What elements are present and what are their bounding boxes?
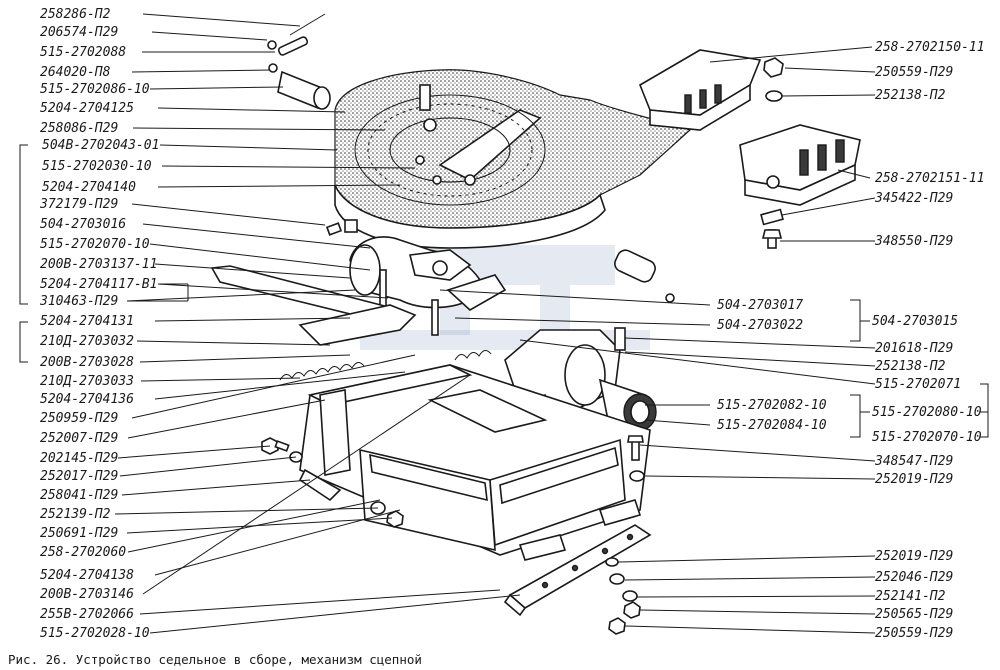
part-labels-left: 258286-П2 206574-П29 515-2702088 264020-П8 5… (39, 7, 159, 641)
part-label-left-21: 5204-2704136 (40, 392, 134, 407)
bottom-rail (503, 524, 652, 617)
group-label-515-2702070: 515-2702070-10 (872, 430, 982, 445)
saddle-base-frame (298, 364, 651, 561)
part-label-left-10: 5204-2704140 (42, 180, 136, 195)
part-label-right-3: 252138-П2 (875, 88, 946, 103)
part-label-right-7: 504-2703017 (717, 298, 803, 313)
part-label-right-20: 250559-П29 (875, 626, 953, 641)
part-label-right-9: 201618-П29 (875, 341, 953, 356)
part-label-left-15: 5204-2704117-В1 (40, 277, 157, 292)
bracket-top (639, 49, 762, 131)
part-label-left-31: 200В-2703146 (40, 587, 134, 602)
part-label-right-19: 250565-П29 (875, 607, 953, 622)
part-label-left-5: 515-2702086-10 (40, 82, 150, 97)
part-label-left-8: 504В-2702043-01 (42, 138, 159, 153)
part-labels-right: 258-2702150-11 250559-П29 252138-П2 258-270… (717, 40, 985, 641)
pin-right (614, 249, 675, 303)
part-label-left-19: 200В-2703028 (40, 355, 134, 370)
part-label-left-20: 210Д-2703033 (40, 374, 134, 389)
leader-lines-left (114, 13, 521, 634)
part-label-left-18: 210Д-2703032 (40, 334, 134, 349)
part-label-left-17: 5204-2704131 (40, 314, 134, 329)
nut-and-washer-right (760, 57, 784, 249)
part-label-right-8: 504-2703022 (717, 318, 803, 333)
part-label-left-6: 5204-2704125 (40, 101, 134, 116)
part-label-left-25: 252017-П29 (40, 469, 118, 484)
part-label-left-28: 250691-П29 (40, 526, 118, 541)
group-label-504-2703015: 504-2703015 (872, 314, 958, 329)
part-label-left-32: 255В-2702066 (40, 607, 134, 622)
bracket-lower (739, 124, 861, 206)
part-label-left-14: 200В-2703137-11 (40, 257, 157, 272)
part-label-left-1: 258286-П2 (40, 7, 111, 22)
springs (279, 350, 492, 381)
part-label-left-2: 206574-П29 (40, 25, 118, 40)
part-label-right-5: 345422-П29 (874, 191, 953, 206)
part-label-left-7: 258086-П29 (40, 121, 118, 136)
part-label-left-33: 515-2702028-10 (40, 626, 150, 641)
part-label-right-10: 252138-П2 (875, 359, 946, 374)
part-label-left-16: 310463-П29 (39, 294, 118, 309)
part-label-right-6: 348550-П29 (874, 234, 953, 249)
part-label-right-13: 515-2702084-10 (717, 418, 827, 433)
bolt-372179 (325, 219, 358, 236)
saddle-plate (334, 69, 692, 249)
part-label-right-11: 515-2702071 (875, 377, 961, 392)
part-label-left-22: 250959-П29 (40, 411, 118, 426)
part-label-right-12: 515-2702082-10 (717, 398, 827, 413)
part-label-right-4: 258-2702151-11 (875, 171, 985, 186)
part-label-left-26: 258041-П29 (40, 488, 118, 503)
part-label-left-24: 202145-П29 (40, 451, 118, 466)
part-label-left-13: 515-2702070-10 (40, 237, 150, 252)
pin-assembly-left (267, 13, 331, 110)
part-label-right-18: 252141-П2 (875, 589, 946, 604)
part-label-left-11: 372179-П29 (39, 197, 118, 212)
group-label-515-2702080: 515-2702080-10 (872, 405, 982, 420)
part-label-left-23: 252007-П29 (40, 431, 118, 446)
lever-and-rod (210, 265, 417, 346)
part-label-right-17: 252046-П29 (875, 570, 953, 585)
part-label-right-1: 258-2702150-11 (875, 40, 985, 55)
part-label-left-9: 515-2702030-10 (42, 159, 152, 174)
leader-lines-right (439, 46, 876, 634)
part-label-right-15: 252019-П29 (875, 472, 953, 487)
part-label-left-3: 515-2702088 (40, 45, 126, 60)
part-label-left-29: 258-2702060 (40, 545, 126, 560)
figure-caption: Рис. 26. Устройство седельное в сборе, м… (8, 652, 422, 667)
group-brackets (19, 144, 989, 438)
part-label-left-30: 5204-2704138 (40, 568, 134, 583)
coupling-hook (349, 236, 507, 336)
part-label-right-14: 348547-П29 (874, 454, 953, 469)
bolt-348547 (627, 435, 645, 482)
part-label-right-2: 250559-П29 (875, 65, 953, 80)
part-label-left-27: 252139-П2 (40, 507, 111, 522)
washers-right-lower (605, 557, 641, 635)
part-label-left-4: 264020-П8 (40, 65, 111, 80)
part-label-right-16: 252019-П29 (875, 549, 953, 564)
part-label-left-12: 504-2703016 (40, 217, 126, 232)
